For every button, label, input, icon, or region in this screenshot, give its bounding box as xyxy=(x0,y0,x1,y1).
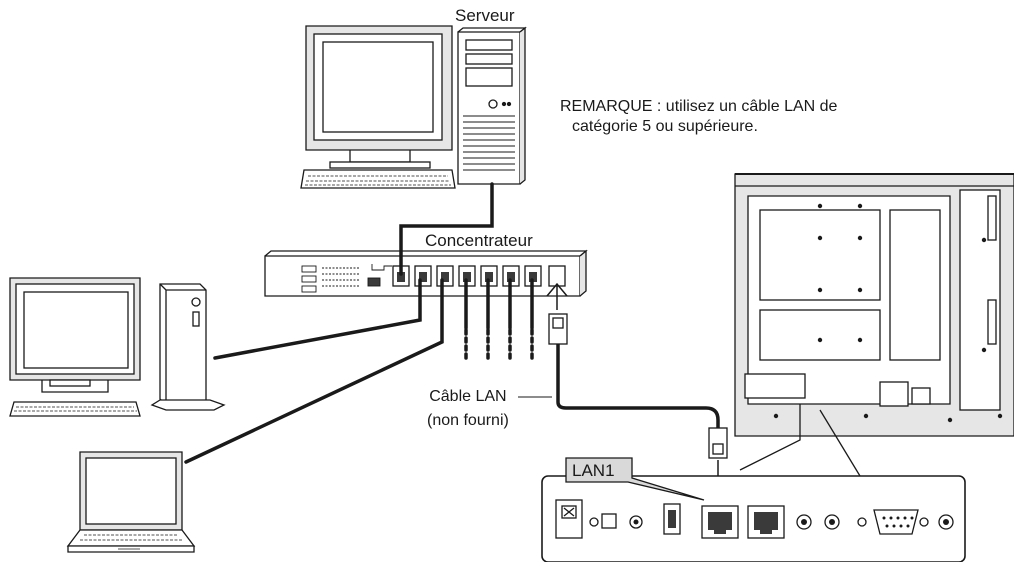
category-note: REMARQUE : utilisez un câble LAN de caté… xyxy=(560,97,837,137)
hub-label: Concentrateur xyxy=(425,231,533,250)
cable-label: Câble LAN (non fourni) xyxy=(427,385,509,433)
client-desktop-icon xyxy=(9,277,226,417)
connector-panel-icon xyxy=(541,457,966,562)
category-note-line1: REMARQUE : utilisez un câble LAN de xyxy=(560,98,838,115)
server-computer-icon xyxy=(300,25,527,189)
client-laptop-icon xyxy=(66,451,196,553)
lan-cables xyxy=(184,182,720,464)
display-rear-panel-icon xyxy=(734,173,1014,477)
cable-connector-icon xyxy=(548,313,728,459)
lan1-port-label: LAN1 xyxy=(572,461,615,480)
cable-label-line1: Câble LAN xyxy=(429,388,507,405)
category-note-line2: catégorie 5 ou supérieure. xyxy=(572,118,758,135)
hub-device-icon xyxy=(264,249,588,297)
server-label: Serveur xyxy=(455,6,515,25)
cable-label-line2: (non fourni) xyxy=(427,412,509,429)
